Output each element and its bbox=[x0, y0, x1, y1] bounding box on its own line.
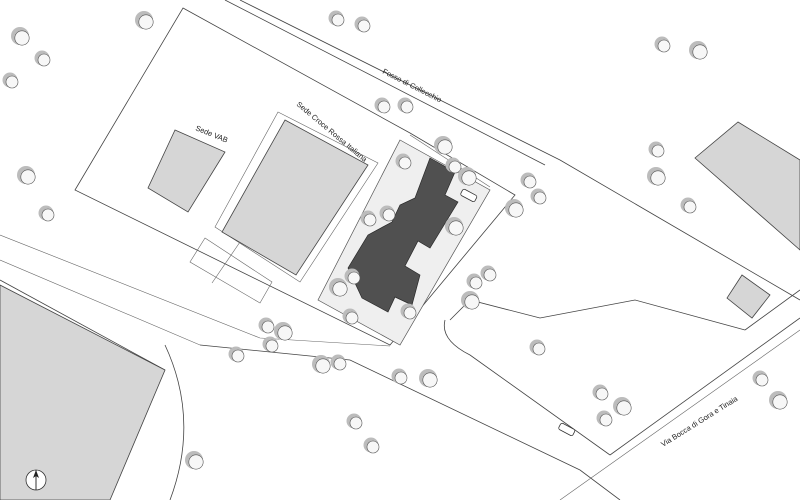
tree-icon bbox=[613, 397, 632, 416]
tree-icon bbox=[530, 188, 547, 205]
tree-icon bbox=[419, 369, 438, 388]
tree-icon bbox=[391, 368, 408, 385]
tree-icon bbox=[680, 197, 697, 214]
tree-icon bbox=[769, 391, 788, 410]
tree-icon bbox=[400, 303, 417, 320]
tree-icon bbox=[346, 413, 363, 430]
tree-icon bbox=[395, 153, 412, 170]
car-icon bbox=[460, 188, 576, 436]
tree-icon bbox=[466, 273, 483, 290]
tree-icon bbox=[262, 336, 279, 353]
tree-icon bbox=[458, 167, 477, 186]
tree-icon bbox=[752, 370, 769, 387]
tree-icon bbox=[11, 27, 30, 46]
tree-icon bbox=[647, 167, 666, 186]
tree-icon bbox=[520, 172, 537, 189]
tree-icon bbox=[363, 437, 380, 454]
tree-icon bbox=[461, 291, 480, 310]
tree-icon bbox=[689, 41, 708, 60]
tree-icon bbox=[529, 339, 546, 356]
tree-icon bbox=[344, 268, 361, 285]
tree-icon bbox=[34, 50, 51, 67]
building-right-upper bbox=[694, 121, 800, 251]
tree-icon bbox=[342, 308, 359, 325]
tree-icon bbox=[480, 265, 497, 282]
tree-icon bbox=[185, 451, 204, 470]
tree-icon bbox=[38, 205, 55, 222]
tree-icon bbox=[379, 205, 396, 222]
tree-icon bbox=[445, 157, 462, 174]
tree-icon bbox=[228, 346, 245, 363]
tree-icon bbox=[135, 11, 154, 30]
tree-icon bbox=[354, 16, 371, 33]
tree-icon bbox=[274, 322, 293, 341]
tree-icon bbox=[596, 410, 613, 427]
tree-icon bbox=[312, 355, 331, 374]
vab-building bbox=[147, 129, 226, 213]
large-building-bottom-left bbox=[0, 284, 166, 500]
tree-icon bbox=[592, 384, 609, 401]
tree-icon bbox=[2, 72, 19, 89]
tree-icon bbox=[397, 97, 414, 114]
building-right-small bbox=[726, 274, 771, 319]
tree-icon bbox=[329, 278, 348, 297]
north-arrow-icon bbox=[25, 469, 47, 491]
tree-icon bbox=[374, 97, 391, 114]
tree-icon bbox=[445, 217, 464, 236]
tree-icon-group bbox=[2, 10, 788, 470]
tree-icon bbox=[360, 210, 377, 227]
tree-icon bbox=[648, 141, 665, 158]
tree-icon bbox=[330, 354, 347, 371]
croce-rossa-building bbox=[189, 111, 379, 304]
tree-icon bbox=[258, 317, 275, 334]
tree-icon bbox=[654, 36, 671, 53]
tree-icon bbox=[434, 136, 453, 155]
tree-icon bbox=[17, 166, 36, 185]
tree-icon bbox=[505, 199, 524, 218]
tree-icon bbox=[328, 10, 345, 27]
